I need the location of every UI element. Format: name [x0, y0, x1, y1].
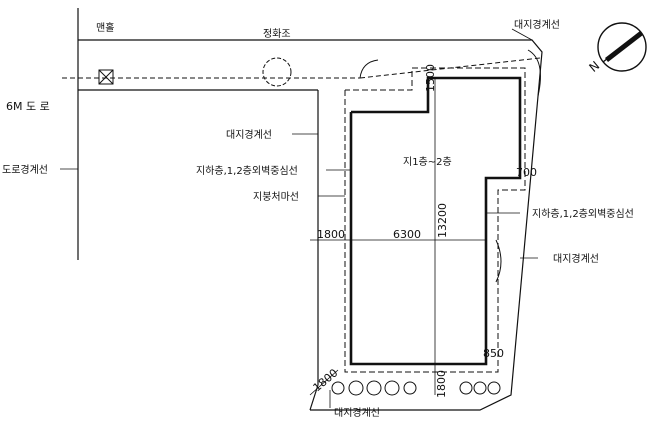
tree-symbol [487, 381, 501, 395]
label-septic-tank: 정화조 [263, 28, 291, 40]
label-basement-wall-left: 지하층,1,2층외벽중심선 [196, 164, 298, 177]
septic-tank-symbol [262, 57, 292, 87]
label-site-boundary-mid: 대지경계선 [226, 128, 272, 141]
tree-symbol [459, 381, 473, 395]
dimension-bottom-center: 1800 [435, 370, 448, 398]
north-arrow-circle [597, 22, 647, 72]
dimension-bottom-left: 1800 [311, 366, 341, 394]
tree-symbol [473, 381, 487, 395]
label-road: 6M 도 로 [6, 100, 50, 113]
manhole-symbol [98, 69, 114, 85]
tree-symbol [403, 381, 417, 395]
building-outline [349, 76, 522, 366]
tree-symbol [384, 380, 400, 396]
dimension-top: 1500 [424, 64, 437, 92]
label-basement-wall-right: 지하층,1,2층외벽중심선 [532, 207, 634, 220]
north-arrow-letter: N [586, 58, 602, 74]
label-manhole: 맨홀 [96, 21, 114, 34]
eaves-dashed-line [344, 67, 526, 373]
dimension-line-bottom-left [309, 369, 339, 396]
boundary-curve-top-left [359, 59, 379, 79]
label-site-boundary-right: 대지경계선 [553, 252, 599, 265]
dimension-left: 1800 [317, 228, 345, 241]
leader-site-boundary-top [511, 28, 533, 41]
label-site-boundary-top: 대지경계선 [514, 18, 560, 31]
label-site-boundary-bottom: 대지경계선 [334, 406, 380, 419]
tree-symbol [331, 381, 345, 395]
tree-symbol [366, 380, 382, 396]
tree-symbol [348, 380, 364, 396]
dimension-right-upper: 700 [516, 166, 537, 179]
label-floors: 지1층~2층 [403, 156, 452, 168]
site-boundary-line [78, 39, 543, 411]
boundary-curve-right [495, 239, 502, 283]
boundary-curve-top-right [527, 49, 541, 97]
dimension-height: 13200 [436, 203, 449, 238]
label-road-boundary: 도로경계선 [2, 163, 48, 176]
north-arrow: N [586, 22, 647, 75]
dimension-width: 6300 [393, 228, 421, 241]
tree-row [331, 380, 501, 396]
label-building-line: 지붕처마선 [253, 191, 299, 203]
dimension-right-lower: 850 [483, 347, 504, 360]
